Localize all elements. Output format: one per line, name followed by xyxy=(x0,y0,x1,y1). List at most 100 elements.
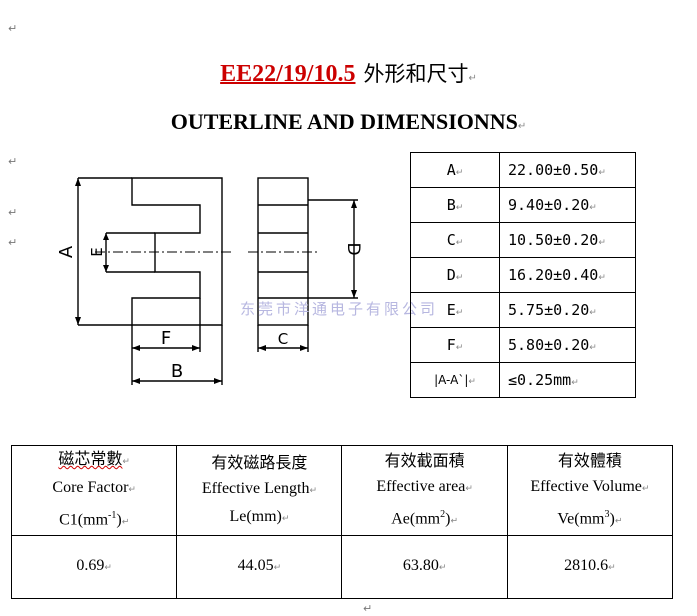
dimension-key: A↵ xyxy=(410,152,500,188)
property-value: 44.05 xyxy=(237,557,274,575)
dimension-table: A↵22.00±0.50↵B↵9.40±0.20↵C↵10.50±0.20↵D↵… xyxy=(410,152,636,398)
property-unit-sup: -1 xyxy=(108,510,117,521)
property-header-cell: 有效截面積 Effective area ↵Ae(mm2)↵ xyxy=(341,444,508,537)
paragraph-mark: ↵ xyxy=(8,206,18,219)
dimension-value: 5.75±0.20↵ xyxy=(499,292,636,328)
dimension-value-text: 10.50±0.20 xyxy=(508,231,599,249)
property-english-label: Effective area xyxy=(376,477,466,495)
dim-label-d: D xyxy=(343,242,363,255)
dimension-key: F↵ xyxy=(410,327,500,363)
dimension-key: E↵ xyxy=(410,292,500,328)
paragraph-mark: ↵ xyxy=(598,168,606,178)
dimension-value: 9.40±0.20↵ xyxy=(499,187,636,223)
property-value: 0.69 xyxy=(76,557,105,575)
property-unit-post: ) xyxy=(116,511,122,529)
page-subtitle: OUTERLINE AND DIMENSIONNS↵ xyxy=(0,109,697,135)
dim-label-f: F xyxy=(161,328,171,349)
dimension-value: 16.20±0.40↵ xyxy=(499,257,636,293)
paragraph-mark: ↵ xyxy=(614,515,623,526)
property-value: 63.80 xyxy=(402,557,439,575)
property-english-label: Effective Length xyxy=(201,479,310,497)
property-value-cell: 0.69↵ xyxy=(10,535,178,600)
subtitle-text: OUTERLINE AND DIMENSIONNS xyxy=(170,109,518,134)
property-unit-post: ) xyxy=(609,509,615,527)
paragraph-mark: ↵ xyxy=(104,563,112,574)
paragraph-mark: ↵ xyxy=(608,563,616,574)
paragraph-mark: ↵ xyxy=(309,485,318,496)
dim-label-b: B xyxy=(171,361,183,382)
paragraph-mark: ↵ xyxy=(8,22,18,35)
property-unit-sup: 3 xyxy=(604,508,610,520)
dimension-row: B↵9.40±0.20↵ xyxy=(410,187,636,223)
paragraph-mark: ↵ xyxy=(571,378,579,388)
property-header-unit: Le(mm)↵ xyxy=(177,504,341,532)
property-unit-sup: 2 xyxy=(440,508,446,520)
property-header-chinese: 有效磁路長度 xyxy=(177,450,341,476)
property-header-english: Core Factor↵ xyxy=(12,475,176,503)
paragraph-mark: ↵ xyxy=(455,308,464,318)
dimension-value-text: 5.80±0.20 xyxy=(508,336,590,354)
property-header-unit: Ve(mm3)↵ xyxy=(508,502,672,534)
dimension-row: D↵16.20±0.40↵ xyxy=(410,257,636,293)
paragraph-mark: ↵ xyxy=(455,168,464,178)
property-value: 2810.6 xyxy=(564,557,609,575)
paragraph-mark: ↵ xyxy=(589,308,597,318)
dimension-row: C↵10.50±0.20↵ xyxy=(410,222,636,258)
property-value-cell: 44.05↵ xyxy=(176,535,343,600)
title-part-code: EE22/19/10.5 xyxy=(220,61,356,87)
dimension-row: E↵5.75±0.20↵ xyxy=(410,292,636,328)
dimension-key-text: B xyxy=(446,196,456,214)
dimension-key-text: F xyxy=(446,336,456,354)
property-header-english: Effective Length↵ xyxy=(177,476,341,504)
property-chinese-label: 有效磁路長度 xyxy=(211,452,308,472)
paragraph-mark: ↵ xyxy=(589,203,597,213)
dimension-key-text: C xyxy=(446,231,456,249)
watermark: 东莞市洋通电子有限公司 xyxy=(240,300,439,318)
paragraph-mark: ↵ xyxy=(438,563,447,574)
paragraph-mark: ↵ xyxy=(598,238,606,248)
dimension-value: 22.00±0.50↵ xyxy=(499,152,636,188)
paragraph-mark: ↵ xyxy=(455,273,464,283)
property-header-cell: 磁芯常數↵Core Factor↵C1(mm-1)↵ xyxy=(10,444,178,537)
page-title: EE22/19/10.5 外形和尺寸↵ xyxy=(0,58,697,88)
property-unit-post: ) xyxy=(445,509,451,527)
property-chinese-label: 磁芯常數 xyxy=(58,449,123,468)
dimension-value-text: 22.00±0.50 xyxy=(508,161,599,179)
paragraph-mark: ↵ xyxy=(363,602,373,615)
property-header-unit: C1(mm-1)↵ xyxy=(12,503,176,535)
property-chinese-label: 有效截面積 xyxy=(384,450,465,470)
property-chinese-label: 有效體積 xyxy=(557,450,622,470)
dimension-value-text: 9.40±0.20 xyxy=(508,196,590,214)
dimension-key-text: A xyxy=(446,161,456,179)
dimension-key: D↵ xyxy=(410,257,500,293)
dim-label-e: E xyxy=(88,247,106,256)
dimension-value-text: 5.75±0.20 xyxy=(508,301,590,319)
property-unit-pre: Ae(mm xyxy=(391,509,441,527)
property-english-label: Core Factor xyxy=(52,479,129,496)
paragraph-mark: ↵ xyxy=(8,236,18,249)
property-value-cell: 2810.6↵ xyxy=(506,535,674,600)
dimension-row: A↵22.00±0.50↵ xyxy=(410,152,636,188)
dimension-key: B↵ xyxy=(410,187,500,223)
property-header-chinese: 磁芯常數↵ xyxy=(12,446,176,475)
dimension-value: ≤0.25mm↵ xyxy=(499,362,636,398)
dimension-value: 5.80±0.20↵ xyxy=(499,327,636,363)
dimension-key-text: |A-A`| xyxy=(434,373,469,387)
property-header-chinese: 有效截面積 xyxy=(342,448,506,474)
paragraph-mark: ↵ xyxy=(8,155,18,168)
property-header-english: Effective Volume↵ xyxy=(508,474,672,502)
paragraph-mark: ↵ xyxy=(450,515,458,526)
property-value-cell: 63.80↵ xyxy=(341,535,508,600)
dimension-key-text: E xyxy=(446,301,456,319)
paragraph-mark: ↵ xyxy=(641,483,650,494)
dimension-value-text: ≤0.25mm xyxy=(508,371,572,389)
title-chinese: 外形和尺寸 xyxy=(363,62,469,86)
paragraph-mark: ↵ xyxy=(122,457,130,467)
paragraph-mark: ↵ xyxy=(598,273,606,283)
property-header-chinese: 有效體積 xyxy=(508,448,672,474)
property-header-unit: Ae(mm2)↵ xyxy=(342,502,506,534)
paragraph-mark: ↵ xyxy=(273,563,282,574)
paragraph-mark: ↵ xyxy=(455,343,464,353)
dimension-row: |A-A`| ↵≤0.25mm↵ xyxy=(410,362,636,398)
